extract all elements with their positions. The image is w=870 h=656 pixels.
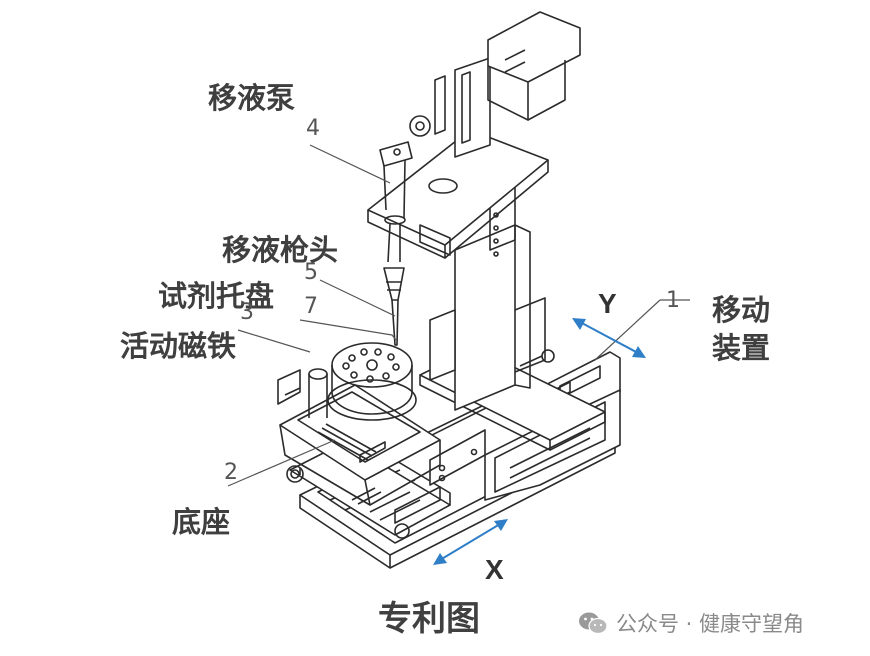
axis-y-label: Y <box>598 288 617 319</box>
part-number-2: 2 <box>224 460 238 485</box>
part-number-1: 1 <box>666 288 680 313</box>
axis-x-label: X <box>485 554 504 585</box>
leader-5 <box>319 279 396 317</box>
figure-title: 专利图 <box>378 599 480 639</box>
leader-3 <box>237 329 311 353</box>
leader-4 <box>309 144 391 184</box>
rotary-tray <box>308 342 417 421</box>
part-number-3: 3 <box>240 300 254 325</box>
label-move-line1: 移动 <box>712 293 771 327</box>
motor <box>487 11 581 121</box>
leader-7 <box>299 319 397 341</box>
wechat-icon <box>579 612 608 635</box>
x-arrow <box>433 519 508 565</box>
leader-1 <box>594 299 690 361</box>
label-tip: 移液枪头 <box>222 233 339 267</box>
leader-2 <box>227 439 336 487</box>
reagent-holder <box>277 369 441 506</box>
part-number-5: 5 <box>304 260 318 285</box>
leader-lines <box>227 144 690 487</box>
pipette <box>379 141 413 346</box>
label-pump: 移液泵 <box>208 81 296 115</box>
watermark-text: 公众号 · 健康守望角 <box>616 612 805 636</box>
part-number-7: 7 <box>304 294 318 319</box>
watermark: 公众号 · 健康守望角 <box>578 608 804 638</box>
label-move-line2: 装置 <box>712 331 771 365</box>
label-base: 底座 <box>172 505 231 539</box>
head-plate <box>367 57 549 259</box>
part-number-4: 4 <box>306 116 320 141</box>
label-tray: 试剂托盘 <box>158 279 275 313</box>
label-magnet: 活动磁铁 <box>120 329 237 363</box>
y-arrow <box>572 318 646 358</box>
